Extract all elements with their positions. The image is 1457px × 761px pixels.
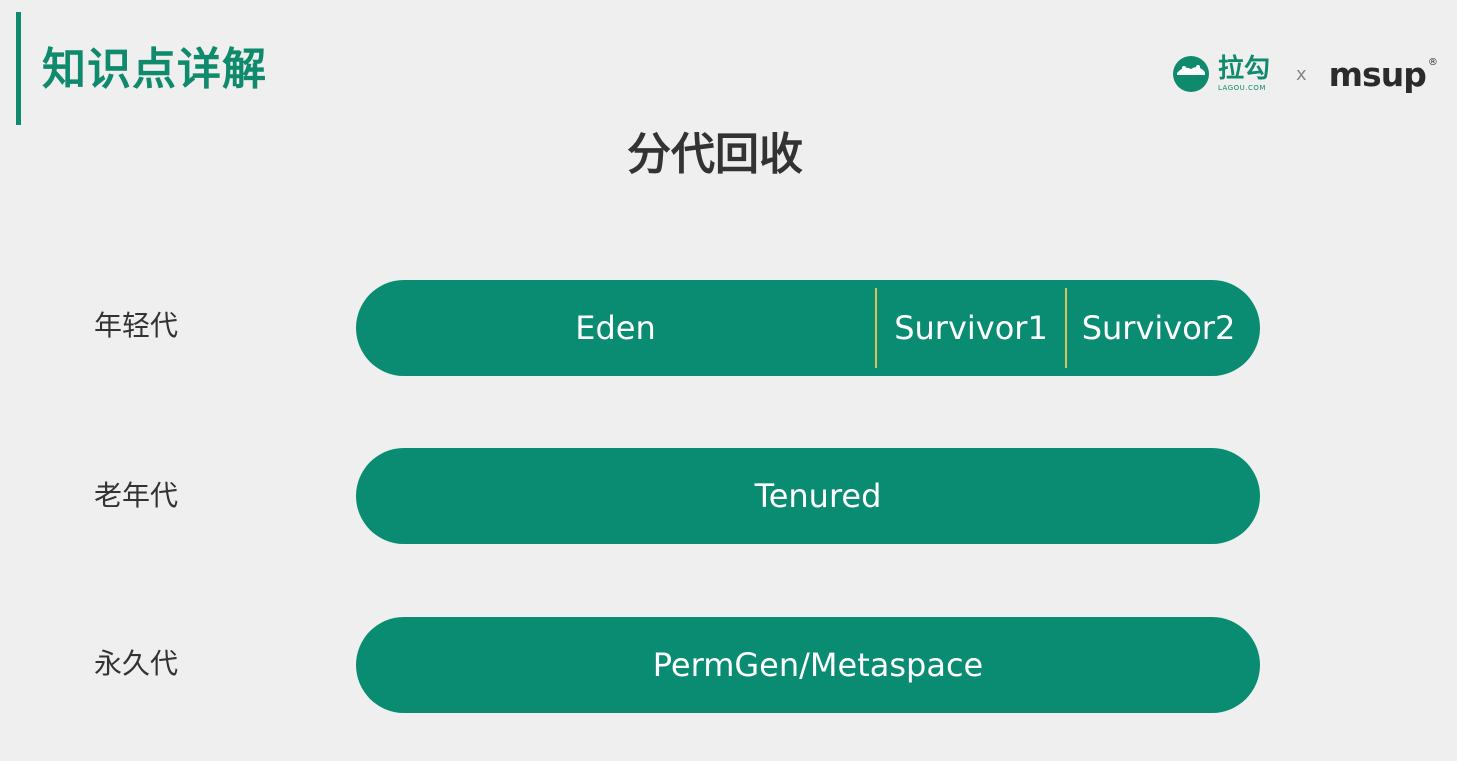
- survivor2-segment: Survivor2: [1081, 309, 1236, 347]
- segment-divider: [875, 288, 877, 368]
- old-generation-bar: Tenured: [356, 448, 1260, 544]
- young-generation-label: 年轻代: [94, 309, 179, 342]
- registered-mark: ®: [1427, 56, 1438, 68]
- permanent-generation-bar: PermGen/Metaspace: [356, 617, 1260, 713]
- msup-logo: msup®: [1328, 54, 1438, 94]
- brand-separator: x: [1296, 63, 1307, 85]
- section-accent-bar: [16, 12, 21, 125]
- tenured-segment: Tenured: [754, 477, 882, 515]
- permanent-generation-label: 永久代: [94, 647, 179, 680]
- msup-wordmark: msup: [1328, 54, 1427, 94]
- lagou-name: 拉勾: [1218, 54, 1271, 84]
- lagou-logo-icon: [1173, 56, 1209, 92]
- old-generation-label: 老年代: [94, 479, 179, 512]
- permgen-metaspace-segment: PermGen/Metaspace: [652, 646, 984, 684]
- eden-segment: Eden: [575, 309, 656, 347]
- segment-divider: [1065, 288, 1067, 368]
- section-title: 知识点详解: [42, 44, 267, 95]
- brand-logos: 拉勾 LAGOU.COM x msup®: [1172, 52, 1438, 96]
- young-generation-bar: Eden Survivor1 Survivor2: [356, 280, 1260, 376]
- lagou-wordmark: 拉勾 LAGOU.COM: [1218, 54, 1270, 92]
- survivor1-segment: Survivor1: [894, 309, 1048, 347]
- lagou-domain: LAGOU.COM: [1218, 84, 1266, 92]
- slide-title: 分代回收: [627, 129, 803, 180]
